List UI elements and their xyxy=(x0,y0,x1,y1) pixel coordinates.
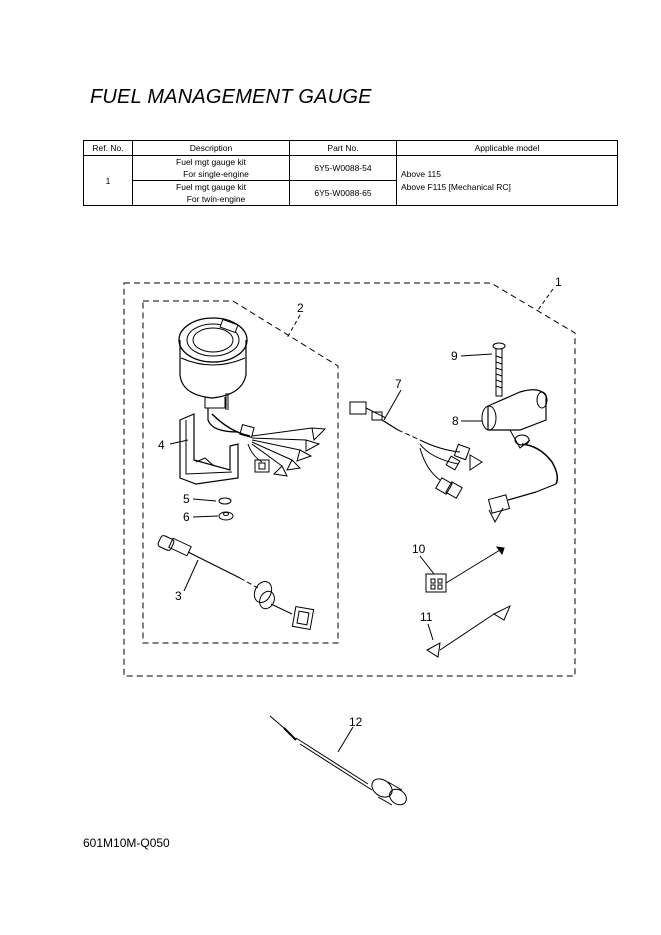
table-row: 1 Fuel mgt gauge kit For single-engine 6… xyxy=(83,155,618,206)
description-main: Fuel mgt gauge kit xyxy=(176,157,246,167)
leader-line-12 xyxy=(337,726,354,753)
mounting-bracket xyxy=(179,413,239,485)
nut xyxy=(218,511,234,521)
description-main: Fuel mgt gauge kit xyxy=(176,182,246,192)
parts-table: Ref. No. Description Part No. Applicable… xyxy=(83,140,618,206)
fuel-sensor xyxy=(481,389,559,524)
callout-5: 5 xyxy=(183,492,190,506)
applicable-model-cell: Above 115 Above F115 [Mechanical RC] xyxy=(396,155,618,206)
sensor-cable xyxy=(157,535,315,630)
leader-line-4 xyxy=(169,439,189,445)
description-cell: Fuel mgt gauge kit For single-engine xyxy=(132,155,290,181)
washer xyxy=(218,497,232,505)
leader-line-3 xyxy=(183,559,199,592)
callout-10: 10 xyxy=(412,542,426,556)
connector-plug xyxy=(425,546,505,593)
gauge-assembly-boundary xyxy=(142,300,339,644)
part-no-cell: 6Y5-W0088-65 xyxy=(289,180,397,206)
wire-harness xyxy=(349,401,483,499)
leader-line-11 xyxy=(427,623,434,641)
leader-line-6 xyxy=(192,515,219,518)
part-no-cell: 6Y5-W0088-54 xyxy=(289,155,397,181)
kit-boundary xyxy=(123,282,576,677)
probe-cable xyxy=(269,715,407,806)
callout-6: 6 xyxy=(183,510,190,524)
leader-line-10 xyxy=(419,555,435,575)
applicable-model-line: Above 115 xyxy=(401,168,442,179)
callout-12: 12 xyxy=(349,715,363,729)
applicable-model-line: Above F115 [Mechanical RC] xyxy=(401,181,511,192)
leader-line-2 xyxy=(286,314,301,339)
callout-4: 4 xyxy=(158,438,165,452)
callout-8: 8 xyxy=(452,414,459,428)
bolt xyxy=(492,342,506,397)
callout-11: 11 xyxy=(420,610,433,624)
description-sub: For twin-engine xyxy=(186,194,246,204)
callout-7: 7 xyxy=(395,377,402,391)
callout-2: 2 xyxy=(297,301,304,315)
ref-no-cell: 1 xyxy=(83,155,133,206)
page-title: FUEL MANAGEMENT GAUGE xyxy=(90,86,372,108)
leader-line-1 xyxy=(537,288,554,311)
leader-line-7 xyxy=(383,389,402,421)
leader-line-5 xyxy=(192,498,217,502)
gauge-harness xyxy=(211,413,327,477)
callout-1: 1 xyxy=(555,275,562,289)
document-code: 601M10M-Q050 xyxy=(83,836,170,850)
table-row: Fuel mgt gauge kit For twin-engine 6Y5-W… xyxy=(84,180,618,206)
fuel-gauge xyxy=(178,317,248,433)
description-sub: For single-engine xyxy=(183,169,249,179)
description-cell: Fuel mgt gauge kit For twin-engine xyxy=(132,180,290,206)
callout-9: 9 xyxy=(451,349,458,363)
callout-3: 3 xyxy=(175,589,182,603)
leader-line-9 xyxy=(460,353,493,357)
wire-terminal xyxy=(426,604,511,658)
